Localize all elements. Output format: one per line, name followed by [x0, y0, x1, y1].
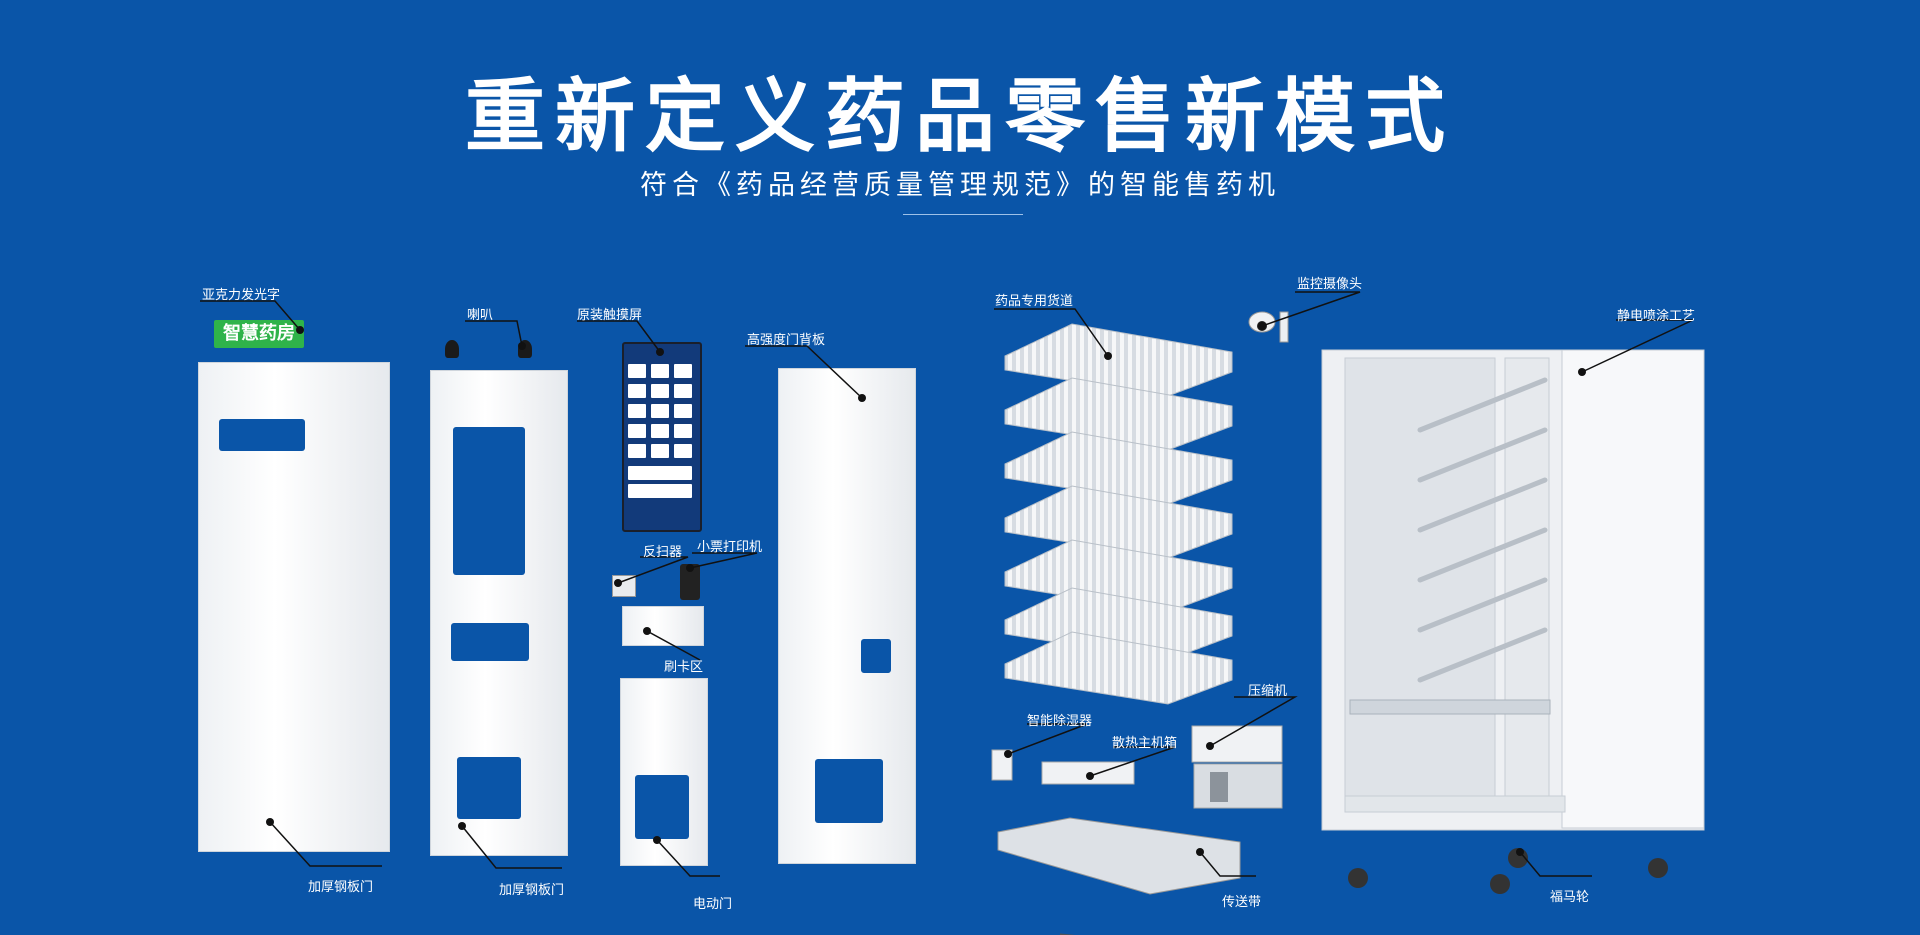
scanner-device	[612, 575, 636, 597]
door-window	[219, 419, 305, 451]
page-subtitle: 符合《药品经营质量管理规范》的智能售药机	[640, 170, 1280, 201]
shelf-stack	[1004, 323, 1233, 705]
label-speaker: 喇叭	[467, 308, 494, 323]
label-casters: 福马轮	[1550, 890, 1590, 905]
page-title: 重新定义药品零售新模式	[465, 70, 1455, 163]
camera-device	[1248, 311, 1289, 343]
label-back-panel: 高强度门背板	[747, 333, 826, 348]
back-panel-window-small	[861, 639, 891, 673]
back-panel-window-large	[815, 759, 883, 823]
speaker-left-icon	[445, 340, 459, 358]
card-reader-panel	[622, 606, 704, 646]
cabinet-frame	[1321, 349, 1705, 831]
dehumidifier-device	[991, 749, 1013, 781]
label-scanner: 反扫器	[643, 545, 683, 560]
label-electrostatic-coating: 静电喷涂工艺	[1617, 309, 1696, 324]
label-acrylic-sign: 亚克力发光字	[202, 288, 281, 303]
pickup-window	[457, 757, 521, 819]
label-heat-host-box: 散热主机箱	[1112, 736, 1178, 751]
label-medicine-channel: 药品专用货道	[995, 294, 1074, 309]
acrylic-sign: 智慧药房	[214, 320, 304, 348]
touchscreen	[622, 342, 702, 532]
label-steel-door-1: 加厚钢板门	[308, 880, 374, 895]
label-camera: 监控摄像头	[1297, 277, 1363, 292]
steel-door-left	[198, 362, 390, 852]
speaker-right-icon	[518, 340, 532, 358]
electric-door-part	[620, 678, 708, 866]
label-compressor: 压缩机	[1248, 684, 1288, 699]
label-dehumidifier: 智能除湿器	[1027, 714, 1093, 729]
back-panel-part	[778, 368, 916, 864]
conveyor-device	[997, 817, 1241, 895]
label-steel-door-2: 加厚钢板门	[499, 883, 565, 898]
label-electric-door: 电动门	[693, 897, 733, 912]
electric-door-opening	[635, 775, 689, 839]
label-card-area: 刷卡区	[664, 660, 704, 675]
screen-window	[453, 427, 525, 575]
steel-door-inner	[430, 370, 568, 856]
compressor-device	[1191, 725, 1283, 809]
label-touchscreen: 原装触摸屏	[577, 308, 643, 323]
label-receipt-printer: 小票打印机	[697, 540, 763, 555]
caster-wheels	[1348, 848, 1668, 894]
heat-host-box-device	[1041, 761, 1135, 785]
title-divider	[903, 214, 1023, 215]
receipt-printer-device	[680, 564, 700, 600]
card-window	[451, 623, 529, 661]
label-conveyor: 传送带	[1222, 895, 1262, 910]
